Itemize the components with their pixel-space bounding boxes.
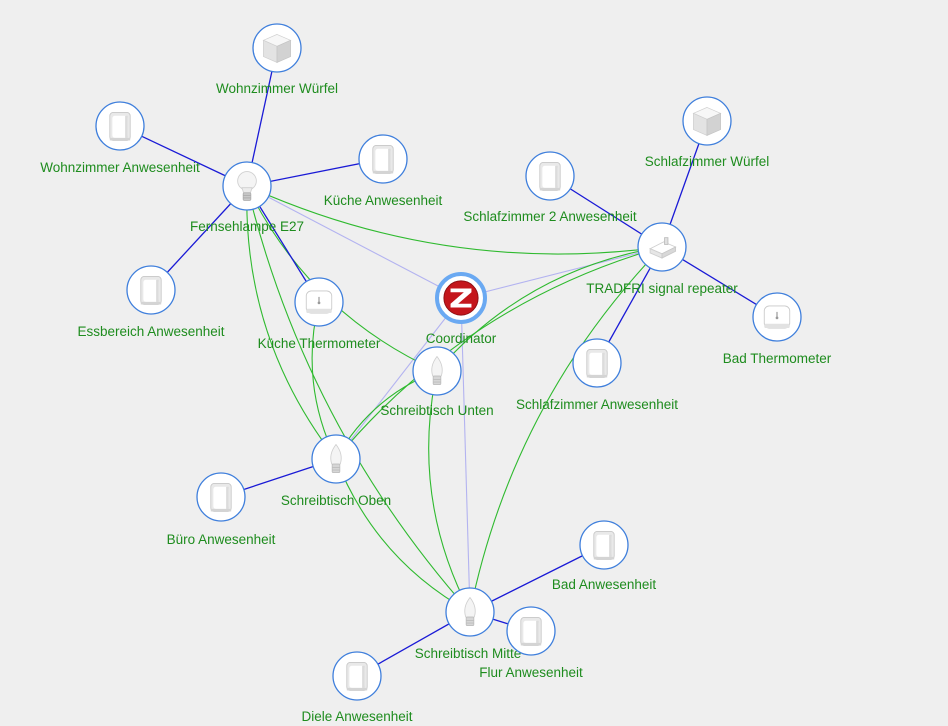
node-kueche-anwesenheit[interactable]: Küche Anwesenheit [324, 134, 443, 208]
link-fernsehlampe-schreibtisch_mitte [246, 185, 471, 613]
node-wohnzimmer-anwesenheit[interactable]: Wohnzimmer Anwesenheit [40, 101, 200, 175]
node-schlafzimmer-anwesenheit[interactable]: Schlafzimmer Anwesenheit [516, 338, 678, 412]
motion-sensor-icon [109, 111, 131, 141]
node-diele-anwesenheit[interactable]: Diele Anwesenheit [301, 651, 413, 724]
node-schlafzimmer-wuerfel[interactable]: Schlafzimmer Würfel [645, 96, 770, 169]
node-label: Schlafzimmer 2 Anwesenheit [463, 209, 637, 224]
motion-sensor-icon [593, 530, 615, 560]
node-label: Küche Thermometer [258, 336, 381, 351]
node-schreibtisch-unten[interactable]: Schreibtisch Unten [380, 346, 494, 418]
motion-sensor-icon [210, 482, 232, 512]
cube-icon [693, 107, 721, 136]
link-tradfri-schreibtisch_oben [335, 246, 663, 460]
thermometer-icon [763, 305, 791, 329]
motion-sensor-icon [372, 144, 394, 174]
motion-sensor-icon [539, 161, 561, 191]
node-bad-anwesenheit[interactable]: Bad Anwesenheit [552, 520, 657, 592]
node-bad-thermometer[interactable]: Bad Thermometer [723, 292, 832, 366]
cube-icon [263, 34, 291, 63]
node-label: Küche Anwesenheit [324, 193, 443, 208]
link-coordinator-tradfri [460, 246, 663, 299]
link-tradfri-schreibtisch_mitte [469, 246, 663, 613]
node-label: Bad Thermometer [723, 351, 832, 366]
thermometer-icon [305, 290, 333, 314]
node-tradfri[interactable]: TRADFRI signal repeater [586, 222, 738, 296]
node-wohnzimmer-wuerfel[interactable]: Wohnzimmer Würfel [216, 23, 338, 96]
link-schreibtisch_unten-schreibtisch_mitte [428, 370, 471, 613]
node-label: Essbereich Anwesenheit [77, 324, 224, 339]
motion-sensor-icon [140, 275, 162, 305]
node-label: Bad Anwesenheit [552, 577, 657, 592]
motion-sensor-icon [346, 661, 368, 691]
node-coordinator[interactable]: Coordinator [426, 272, 497, 346]
link-schreibtisch_mitte-bad_anwesenheit [469, 544, 605, 613]
node-label: Flur Anwesenheit [479, 665, 583, 680]
node-label: Wohnzimmer Anwesenheit [40, 160, 200, 175]
zigbee-logo-icon [443, 280, 479, 316]
link-tradfri-schreibtisch_unten [436, 246, 663, 372]
link-fernsehlampe-schreibtisch_oben [246, 185, 337, 460]
node-label: Wohnzimmer Würfel [216, 81, 338, 96]
node-buero-anwesenheit[interactable]: Büro Anwesenheit [167, 472, 276, 547]
node-label: Schlafzimmer Würfel [645, 154, 770, 169]
node-kueche-thermometer[interactable]: Küche Thermometer [258, 277, 381, 351]
link-schreibtisch_oben-schreibtisch_mitte [335, 458, 471, 613]
node-schreibtisch-mitte[interactable]: Schreibtisch Mitte [415, 587, 522, 661]
node-essbereich-anwesenheit[interactable]: Essbereich Anwesenheit [77, 265, 225, 339]
node-label: Schreibtisch Mitte [415, 646, 522, 661]
link-coordinator-schreibtisch_mitte [460, 297, 471, 613]
motion-sensor-icon [586, 348, 608, 378]
node-schlafzimmer2-anwesenheit[interactable]: Schlafzimmer 2 Anwesenheit [463, 151, 637, 224]
node-label: Fernsehlampe E27 [190, 219, 304, 234]
node-label: Diele Anwesenheit [301, 709, 412, 724]
node-label: Büro Anwesenheit [167, 532, 276, 547]
node-label: Coordinator [426, 331, 497, 346]
node-fernsehlampe[interactable]: Fernsehlampe E27 [190, 161, 304, 234]
node-label: Schreibtisch Oben [281, 493, 391, 508]
node-label: TRADFRI signal repeater [586, 281, 738, 296]
link-fernsehlampe-tradfri [246, 185, 663, 255]
node-label: Schreibtisch Unten [380, 403, 493, 418]
link-coordinator-schreibtisch_oben [335, 297, 462, 460]
node-flur-anwesenheit[interactable]: Flur Anwesenheit [479, 606, 583, 680]
link-coordinator-fernsehlampe [246, 185, 462, 299]
motion-sensor-icon [520, 616, 542, 646]
node-schreibtisch-oben[interactable]: Schreibtisch Oben [281, 434, 391, 508]
node-label: Schlafzimmer Anwesenheit [516, 397, 678, 412]
